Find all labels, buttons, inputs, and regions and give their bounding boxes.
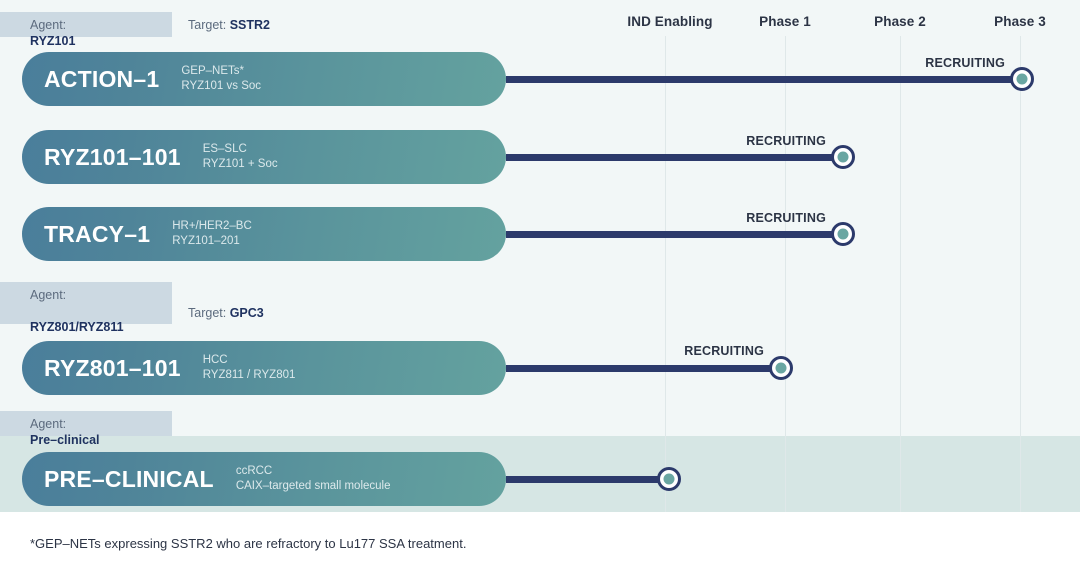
agent-value: RYZ101 — [30, 33, 76, 48]
gridline-phase-2 — [900, 36, 901, 512]
trial-pill-tracy-1[interactable]: TRACY–1 HR+/HER2–BC RYZ101–201 — [22, 207, 506, 261]
agent-badge-ryz801-ryz811: Agent: RYZ801/RYZ811 — [0, 282, 172, 334]
agent-badge-ryz101: Agent: RYZ101 — [0, 12, 172, 48]
agent-value: Pre–clinical — [30, 432, 100, 447]
endpoint-marker-ryz801-101[interactable] — [769, 356, 793, 380]
phase-header-phase-2: Phase 2 — [874, 14, 926, 29]
agent-value: RYZ801/RYZ811 — [30, 320, 124, 334]
status-label-ryz101-101: RECRUITING — [746, 134, 826, 148]
phase-header-ind-enabling: IND Enabling — [627, 14, 713, 29]
status-label-ryz801-101: RECRUITING — [684, 344, 764, 358]
target-prefix: Target: — [188, 18, 227, 32]
progress-track-ryz801-101 — [506, 364, 781, 372]
agent-badge-label-ryz101: Agent: RYZ101 — [30, 1, 75, 49]
agent-badge-label-ryz801-ryz811: Agent: RYZ801/RYZ811 — [30, 271, 124, 335]
gridline-ind-enabling — [665, 36, 666, 512]
trial-name-pre-clinical: PRE–CLINICAL — [44, 465, 214, 492]
progress-track-tracy-1 — [506, 230, 843, 238]
trial-name-tracy-1: TRACY–1 — [44, 220, 151, 247]
target-label-sstr2: Target: SSTR2 — [188, 18, 270, 32]
trial-meta-ryz801-101: HCC RYZ811 / RYZ801 — [202, 354, 296, 381]
trial-meta-ryz101-101: ES–SLC RYZ101 + Soc — [202, 143, 278, 170]
target-value: SSTR2 — [229, 18, 270, 32]
agent-badge-pre-clinical: Agent: Pre–clinical — [0, 411, 172, 447]
target-label-gpc3: Target: GPC3 — [188, 306, 264, 320]
trial-pill-action-1[interactable]: ACTION–1 GEP–NETs* RYZ101 vs Soc — [22, 52, 506, 106]
agent-prefix: Agent: — [30, 416, 67, 431]
target-prefix: Target: — [188, 306, 227, 320]
progress-track-action-1 — [506, 75, 1022, 83]
trial-name-ryz801-101: RYZ801–101 — [44, 354, 181, 381]
agent-badge-label-pre-clinical: Agent: Pre–clinical — [30, 400, 100, 448]
agent-prefix: Agent: — [30, 288, 67, 302]
trial-name-ryz101-101: RYZ101–101 — [44, 143, 181, 170]
trial-name-action-1: ACTION–1 — [44, 65, 160, 92]
trial-meta-action-1: GEP–NETs* RYZ101 vs Soc — [181, 65, 262, 92]
gridline-phase-3 — [1020, 36, 1021, 512]
phase-header-phase-1: Phase 1 — [759, 14, 811, 29]
endpoint-marker-action-1[interactable] — [1010, 67, 1034, 91]
status-label-tracy-1: RECRUITING — [746, 211, 826, 225]
progress-track-pre-clinical — [506, 475, 669, 483]
endpoint-marker-pre-clinical[interactable] — [657, 467, 681, 491]
target-value: GPC3 — [229, 306, 264, 320]
phase-header-phase-3: Phase 3 — [994, 14, 1046, 29]
progress-track-ryz101-101 — [506, 153, 843, 161]
trial-meta-tracy-1: HR+/HER2–BC RYZ101–201 — [172, 220, 252, 247]
footnote-text: *GEP–NETs expressing SSTR2 who are refra… — [30, 536, 467, 551]
trial-pill-ryz101-101[interactable]: RYZ101–101 ES–SLC RYZ101 + Soc — [22, 130, 506, 184]
endpoint-marker-ryz101-101[interactable] — [831, 145, 855, 169]
gridline-phase-1 — [785, 36, 786, 512]
trial-meta-pre-clinical: ccRCC CAIX–targeted small molecule — [235, 465, 391, 492]
endpoint-marker-tracy-1[interactable] — [831, 222, 855, 246]
status-label-action-1: RECRUITING — [925, 56, 1005, 70]
agent-prefix: Agent: — [30, 17, 67, 32]
trial-pill-pre-clinical[interactable]: PRE–CLINICAL ccRCC CAIX–targeted small m… — [22, 452, 506, 506]
trial-pill-ryz801-101[interactable]: RYZ801–101 HCC RYZ811 / RYZ801 — [22, 341, 506, 395]
